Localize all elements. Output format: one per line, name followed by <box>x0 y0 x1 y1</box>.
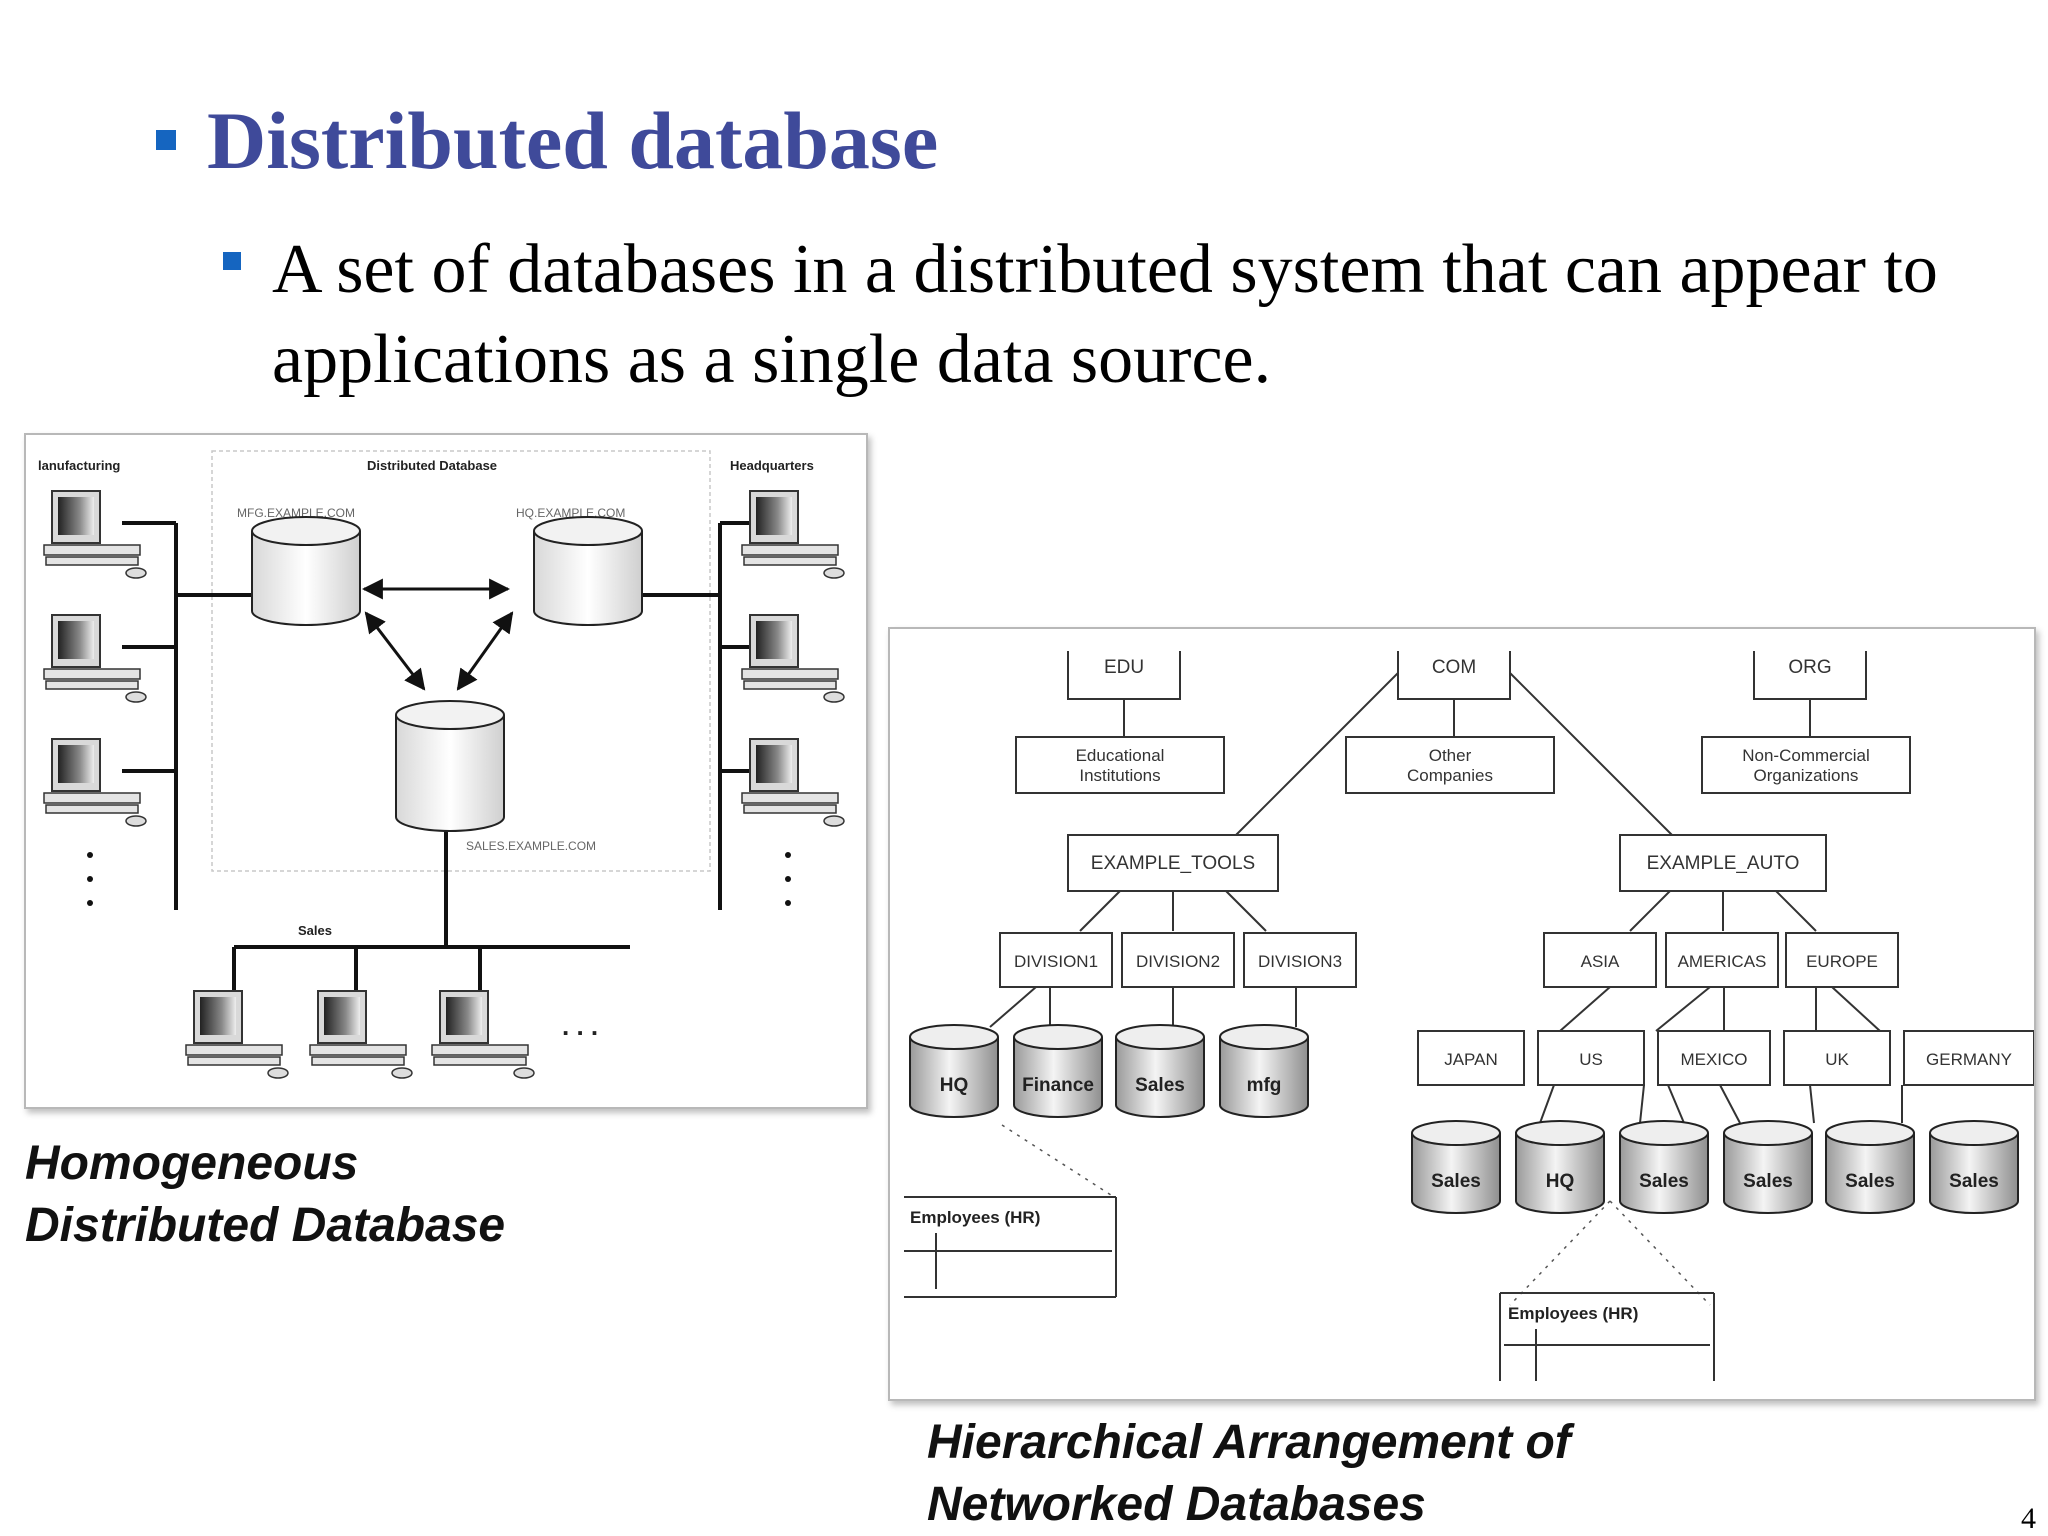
hierarchical-caption: Hierarchical Arrangement of Networked Da… <box>927 1412 1571 1536</box>
label-manufacturing: lanufacturing <box>38 458 120 473</box>
distributed-db-boundary <box>211 450 711 872</box>
mfg-db-cylinder <box>251 516 361 626</box>
division1-label: DIVISION1 <box>1014 952 1098 971</box>
edu-desc-box <box>1015 736 1225 794</box>
com-label: COM <box>1432 657 1476 678</box>
homogeneous-caption: Homogeneous Distributed Database <box>25 1133 505 1257</box>
edu-desc-line2: Institutions <box>1079 766 1160 785</box>
db-cylinder-hq-us <box>1515 1120 1605 1214</box>
com-desc-line1: Other <box>1429 746 1472 765</box>
label-distributed-database: Distributed Database <box>367 458 497 473</box>
employees-table-tools-label: Employees (HR) <box>910 1208 1040 1227</box>
example-auto-label: EXAMPLE_AUTO <box>1647 853 1800 874</box>
db-cylinder-sales-germany <box>1929 1120 2019 1214</box>
slide-subtext: A set of databases in a distributed syst… <box>272 231 1938 398</box>
division3-label: DIVISION3 <box>1258 952 1342 971</box>
label-sales-db: SALES.EXAMPLE.COM <box>466 839 596 853</box>
division1-box <box>999 932 1113 988</box>
europe-box <box>1785 932 1899 988</box>
example-tools-box <box>1067 834 1279 892</box>
com-desc-line2: Companies <box>1407 766 1493 785</box>
division2-box <box>1121 932 1235 988</box>
db-label-hq-tools: HQ <box>940 1075 969 1096</box>
label-headquarters: Headquarters <box>730 458 814 473</box>
db-label-sales-tools: Sales <box>1135 1075 1185 1096</box>
uk-box <box>1783 1030 1891 1086</box>
germany-box <box>1903 1030 2035 1086</box>
germany-label: GERMANY <box>1926 1050 2012 1069</box>
employees-table-us-label: Employees (HR) <box>1508 1304 1638 1323</box>
db-cylinder-sales-us <box>1619 1120 1709 1214</box>
slide-heading: Distributed database <box>207 95 939 186</box>
japan-label: JAPAN <box>1444 1050 1498 1069</box>
uk-label: UK <box>1825 1050 1849 1069</box>
us-label: US <box>1579 1050 1603 1069</box>
label-ellipsis: . . . <box>562 1011 598 1041</box>
asia-label: ASIA <box>1581 952 1620 971</box>
edu-label: EDU <box>1104 657 1144 678</box>
db-label-sales-mexico: Sales <box>1743 1171 1793 1192</box>
example-tools-label: EXAMPLE_TOOLS <box>1091 853 1255 874</box>
db-cylinder-sales-tools <box>1115 1024 1205 1118</box>
db-label-sales-germany: Sales <box>1949 1171 1999 1192</box>
page-number: 4 <box>2021 1502 2036 1535</box>
org-desc-line2: Organizations <box>1754 766 1859 785</box>
org-label: ORG <box>1788 657 1831 678</box>
us-box <box>1537 1030 1645 1086</box>
homogeneous-caption-line2: Distributed Database <box>25 1199 506 1252</box>
europe-label: EUROPE <box>1806 952 1878 971</box>
org-desc-line1: Non-Commercial <box>1742 746 1870 765</box>
db-cylinder-sales-mexico <box>1723 1120 1813 1214</box>
americas-label: AMERICAS <box>1678 952 1767 971</box>
asia-box <box>1543 932 1657 988</box>
example-auto-box <box>1619 834 1827 892</box>
division2-label: DIVISION2 <box>1136 952 1220 971</box>
com-desc-box <box>1345 736 1555 794</box>
db-label-sales-uk: Sales <box>1845 1171 1895 1192</box>
edu-desc-line1: Educational <box>1076 746 1165 765</box>
americas-box <box>1665 932 1779 988</box>
db-cylinder-sales-japan <box>1411 1120 1501 1214</box>
hierarchical-db-diagram: EDU COM ORG Educational Institutions Oth… <box>888 627 2036 1401</box>
japan-box <box>1417 1030 1525 1086</box>
hq-db-cylinder <box>533 516 643 626</box>
mexico-label: MEXICO <box>1680 1050 1747 1069</box>
mexico-box <box>1657 1030 1771 1086</box>
db-label-sales-japan: Sales <box>1431 1171 1481 1192</box>
db-cylinder-sales-uk <box>1825 1120 1915 1214</box>
heading-bullet <box>156 130 176 150</box>
db-cylinder-finance <box>1013 1024 1103 1118</box>
homogeneous-db-svg: lanufacturing Distributed Database Headq… <box>38 450 845 1079</box>
homogeneous-caption-line1: Homogeneous <box>25 1137 359 1190</box>
sales-db-cylinder <box>395 700 505 832</box>
db-label-mfg: mfg <box>1247 1075 1282 1096</box>
db-label-finance: Finance <box>1022 1075 1094 1096</box>
db-label-sales-us: Sales <box>1639 1171 1689 1192</box>
homogeneous-db-diagram: lanufacturing Distributed Database Headq… <box>24 433 868 1109</box>
label-sales: Sales <box>298 923 332 938</box>
db-label-hq-us: HQ <box>1546 1171 1575 1192</box>
division3-box <box>1243 932 1357 988</box>
employees-table-us <box>1499 1292 1715 1381</box>
employees-table-tools <box>904 1196 1117 1298</box>
sub-bullet <box>223 252 241 270</box>
org-desc-box <box>1701 736 1911 794</box>
hierarchical-caption-line2: Networked Databases <box>927 1478 1426 1531</box>
db-cylinder-mfg <box>1219 1024 1309 1118</box>
db-cylinder-hq-tools <box>909 1024 999 1118</box>
hierarchical-caption-line1: Hierarchical Arrangement of <box>927 1416 1571 1469</box>
label-mfg-db: MFG.EXAMPLE.COM <box>237 506 355 520</box>
hierarchical-db-svg: EDU COM ORG Educational Institutions Oth… <box>904 651 2035 1381</box>
